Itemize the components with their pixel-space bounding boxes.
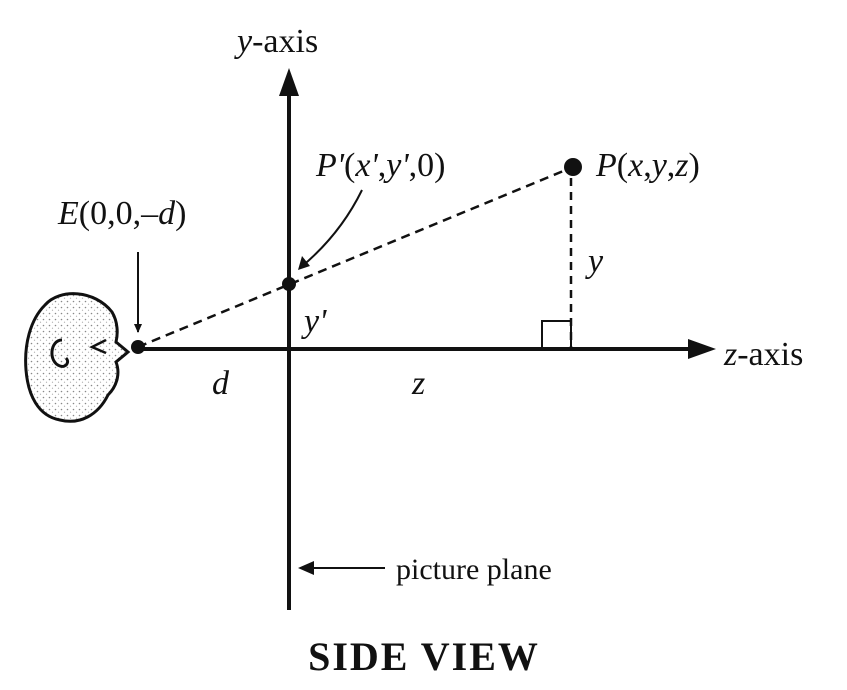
right-angle-marker bbox=[541, 320, 572, 350]
distance-z-label: z bbox=[411, 365, 425, 402]
y-axis bbox=[279, 68, 299, 610]
eye-icon bbox=[89, 338, 107, 355]
height-y-prime-label: y' bbox=[301, 303, 327, 340]
eye-point-label: E(0,0,–d) bbox=[57, 195, 186, 232]
distance-d-label: d bbox=[212, 365, 230, 402]
height-y-label: y bbox=[585, 243, 604, 280]
diagram-title: SIDE VIEW bbox=[308, 634, 540, 679]
viewer-head bbox=[24, 292, 131, 423]
ear-icon bbox=[50, 338, 70, 368]
projected-point-label: P'(x',y',0) bbox=[315, 147, 445, 184]
picture-plane-label: picture plane bbox=[396, 553, 552, 586]
y-axis-arrowhead bbox=[279, 68, 299, 96]
point-p-label: P(x,y,z) bbox=[595, 147, 700, 184]
sight-line bbox=[137, 165, 574, 349]
y-axis-label: y-axis bbox=[234, 23, 318, 60]
projected-point-arrow bbox=[299, 189, 363, 269]
projected-point bbox=[282, 277, 296, 291]
z-axis-label: z-axis bbox=[723, 336, 803, 373]
z-axis bbox=[138, 339, 716, 359]
z-axis-arrowhead bbox=[688, 339, 716, 359]
point-p bbox=[564, 158, 582, 176]
